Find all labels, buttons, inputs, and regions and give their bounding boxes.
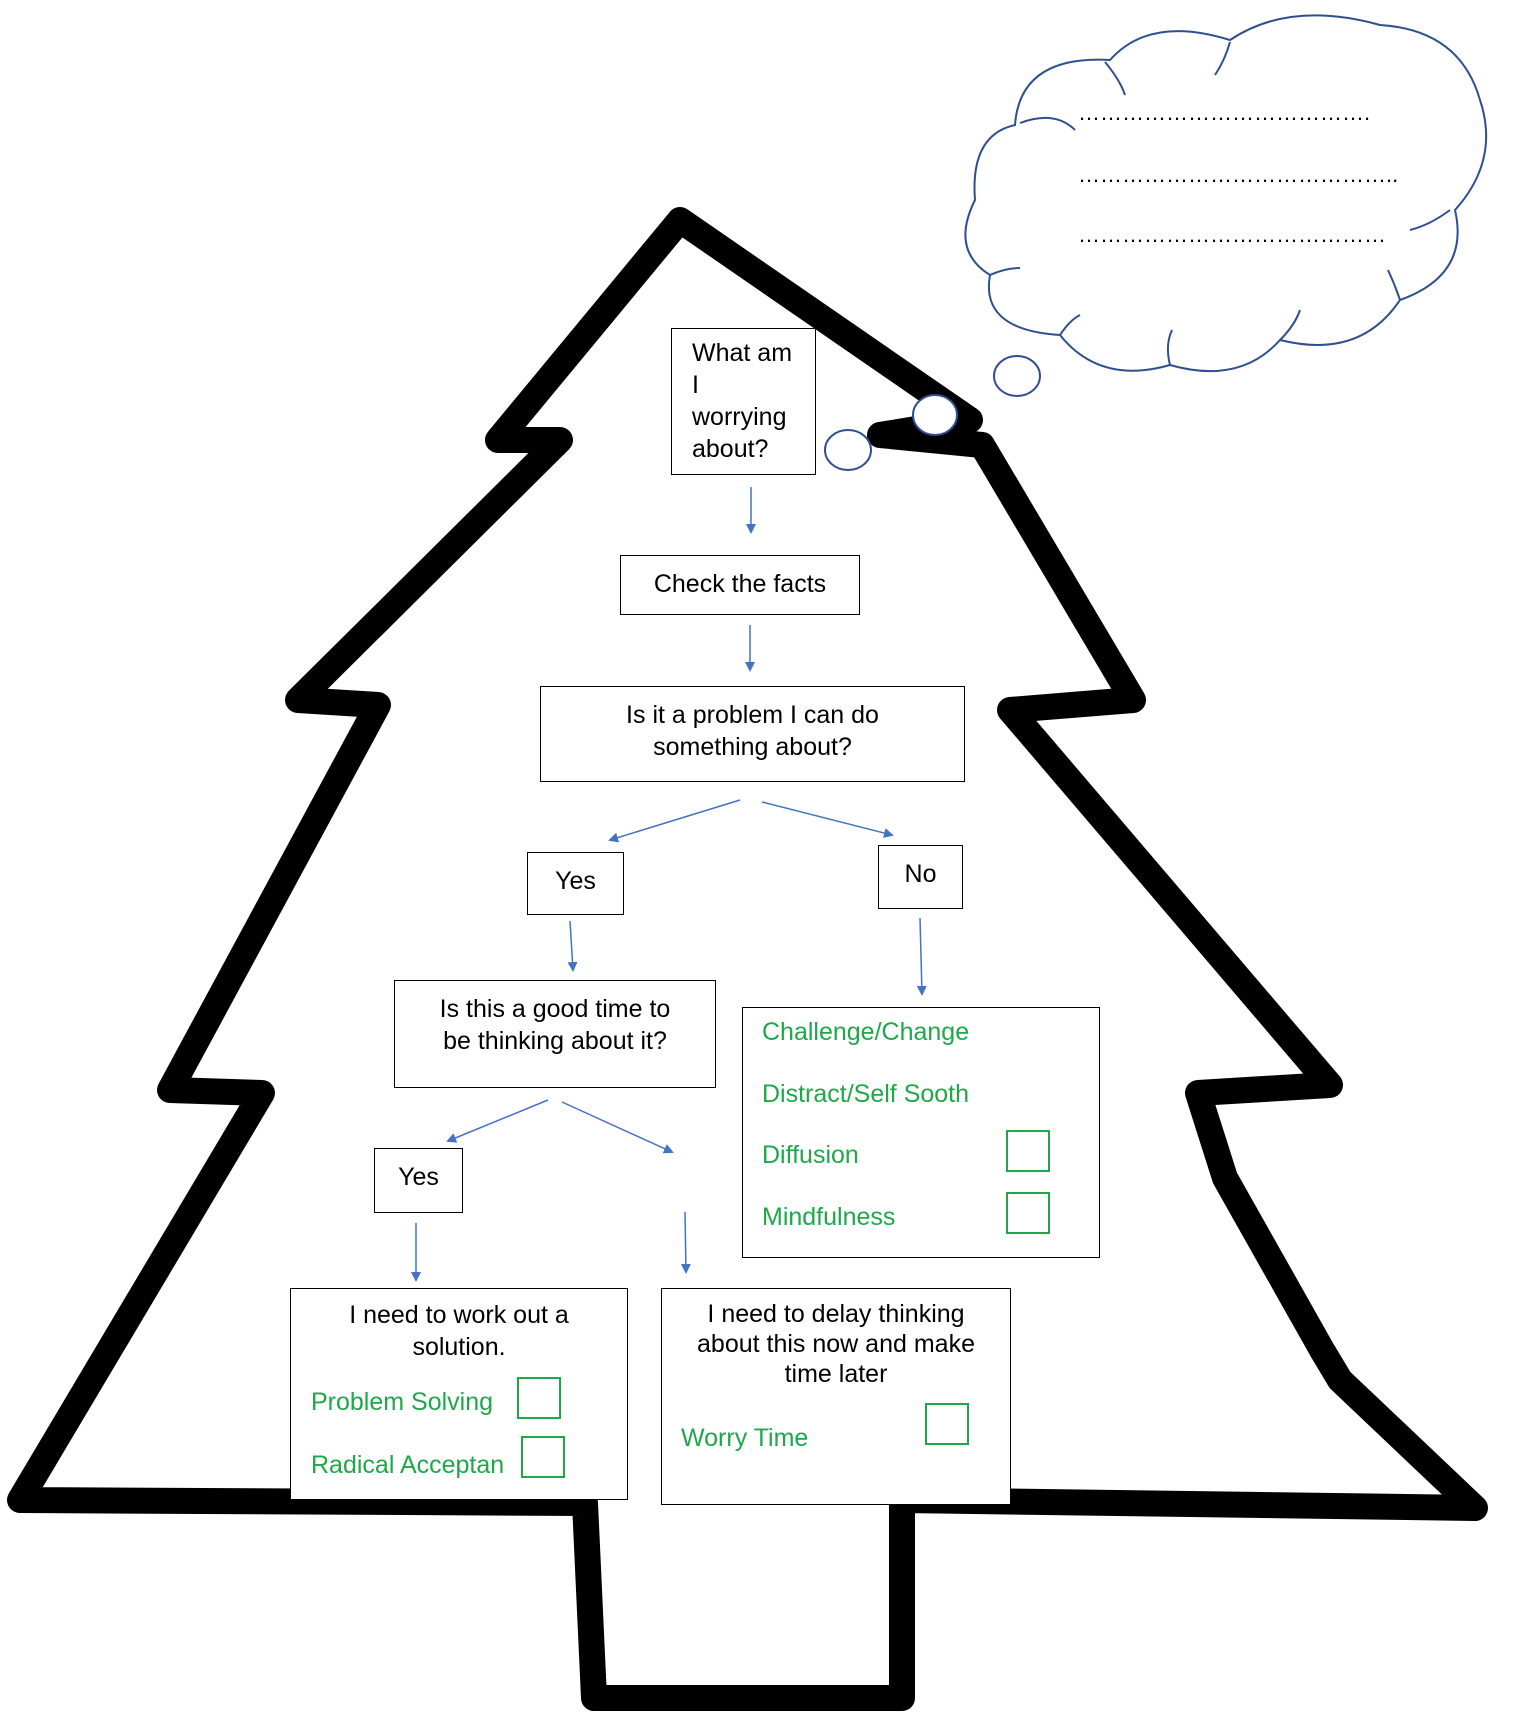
- question-good-time-text: Is this a good time to be thinking about…: [439, 995, 671, 1055]
- option-radical-acceptance: Radical Acceptan: [311, 1451, 505, 1479]
- yes-box-1: Yes: [527, 852, 624, 915]
- arrow-problem-to-yes: [608, 799, 741, 843]
- delay-title: I need to delay thinking about this now …: [697, 1300, 975, 1388]
- cloud-line-3: ……………………………………: [1078, 222, 1386, 247]
- question-worry-box: What am I worrying about?: [671, 328, 816, 475]
- yes-box-2: Yes: [374, 1148, 463, 1213]
- yes-label-2: Yes: [398, 1163, 439, 1191]
- no-box: No: [878, 845, 963, 909]
- mindfulness-checkbox[interactable]: [1006, 1192, 1050, 1234]
- cloud-line-1: ………………………………….: [1078, 100, 1371, 125]
- cloud-line-2: ……………………………………..: [1078, 162, 1399, 187]
- arrow-problem-to-no: [761, 801, 894, 838]
- radical-acceptance-checkbox[interactable]: [521, 1436, 565, 1478]
- thought-bubble-medium: [912, 394, 958, 436]
- arrow-to-delay: [680, 1211, 691, 1274]
- solution-box: [290, 1288, 628, 1500]
- option-diffusion: Diffusion: [762, 1141, 859, 1169]
- yes-label-1: Yes: [555, 867, 596, 895]
- question-worry-text: What am I worrying about?: [692, 339, 793, 463]
- question-problem-text: Is it a problem I can do something about…: [626, 701, 879, 761]
- question-problem-box: Is it a problem I can do something about…: [540, 686, 965, 782]
- option-worry-time: Worry Time: [681, 1424, 809, 1452]
- option-distract-self-sooth: Distract/Self Sooth: [762, 1080, 970, 1108]
- thought-bubble-large: [993, 355, 1041, 397]
- problem-solving-checkbox[interactable]: [517, 1377, 561, 1419]
- christmas-tree-outline: [7, 207, 1488, 1711]
- arrow-no-to-options: [916, 917, 927, 996]
- question-good-time-box: Is this a good time to be thinking about…: [394, 980, 716, 1088]
- option-problem-solving: Problem Solving: [311, 1388, 494, 1416]
- arrow-goodtime-to-no: [561, 1101, 674, 1154]
- solution-title: I need to work out a solution.: [349, 1301, 569, 1361]
- arrow-goodtime-to-yes: [446, 1099, 549, 1143]
- thought-cloud: [964, 14, 1488, 373]
- thought-bubble-small: [824, 429, 872, 471]
- option-challenge-change: Challenge/Change: [762, 1018, 970, 1046]
- check-facts-text: Check the facts: [653, 570, 827, 598]
- option-mindfulness: Mindfulness: [762, 1203, 896, 1231]
- diffusion-checkbox[interactable]: [1006, 1130, 1050, 1172]
- no-label: No: [904, 860, 937, 888]
- check-facts-box: Check the facts: [620, 555, 860, 615]
- arrow-yes-to-goodtime: [567, 920, 578, 972]
- worry-time-checkbox[interactable]: [925, 1403, 969, 1445]
- delay-box: [661, 1288, 1011, 1505]
